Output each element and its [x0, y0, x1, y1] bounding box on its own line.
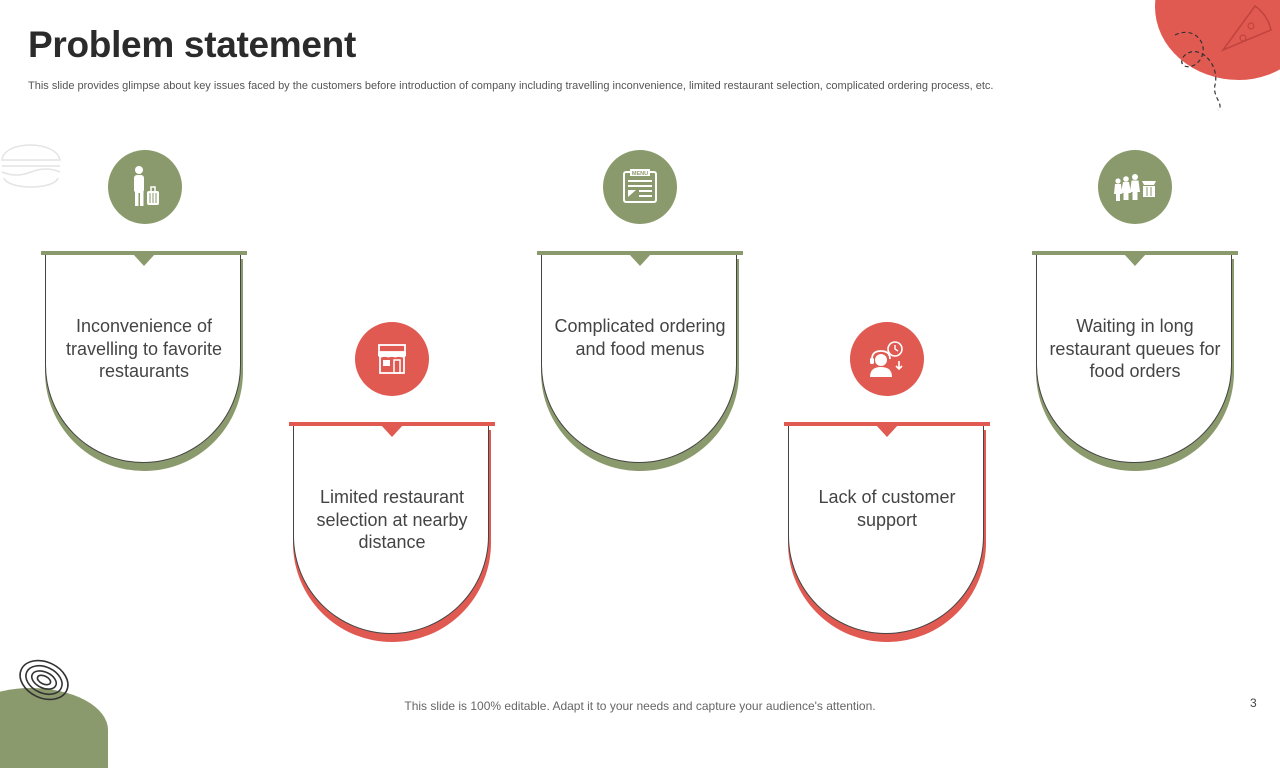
problem-text: Lack of customer support: [818, 487, 956, 530]
problem-card-3: Complicated ordering and food menus: [537, 251, 743, 473]
queue-people-icon: [1114, 174, 1156, 201]
burger-outline-icon: [1, 144, 61, 188]
footer-note: This slide is 100% editable. Adapt it to…: [404, 699, 876, 713]
problem-card-4: Lack of customer support: [784, 422, 990, 644]
problem-card-2: Limited restaurant selection at nearby d…: [289, 422, 495, 644]
problem-card-5: Waiting in long restaurant queues for fo…: [1032, 251, 1238, 473]
problem-card-1: Inconvenience of travelling to favorite …: [41, 251, 247, 473]
support-agent-icon: [870, 341, 903, 377]
problem-text: Waiting in long restaurant queues for fo…: [1049, 316, 1221, 381]
problem-text: Inconvenience of travelling to favorite …: [65, 316, 223, 381]
menu-card-icon: MENU: [623, 169, 657, 203]
page-number: 3: [1250, 696, 1257, 710]
problem-text: Complicated ordering and food menus: [554, 316, 726, 359]
dashed-trail-decoration: [1174, 31, 1221, 111]
restaurant-storefront-icon: [378, 344, 406, 374]
svg-text:MENU: MENU: [632, 171, 648, 177]
problem-icon-circle-5: [1098, 150, 1172, 224]
page-subtitle: This slide provides glimpse about key is…: [28, 80, 994, 92]
page-title: Problem statement: [28, 24, 356, 65]
problem-icon-circle-3: MENU: [603, 150, 677, 224]
traveller-luggage-icon: [134, 166, 159, 206]
problem-icon-circle-2: [355, 322, 429, 396]
scribble-rings-decoration: [19, 659, 69, 701]
problem-icon-circle-1: [108, 150, 182, 224]
pizza-slice-icon: [1220, 4, 1272, 52]
problem-text: Limited restaurant selection at nearby d…: [316, 487, 468, 552]
problem-icon-circle-4: [850, 322, 924, 396]
